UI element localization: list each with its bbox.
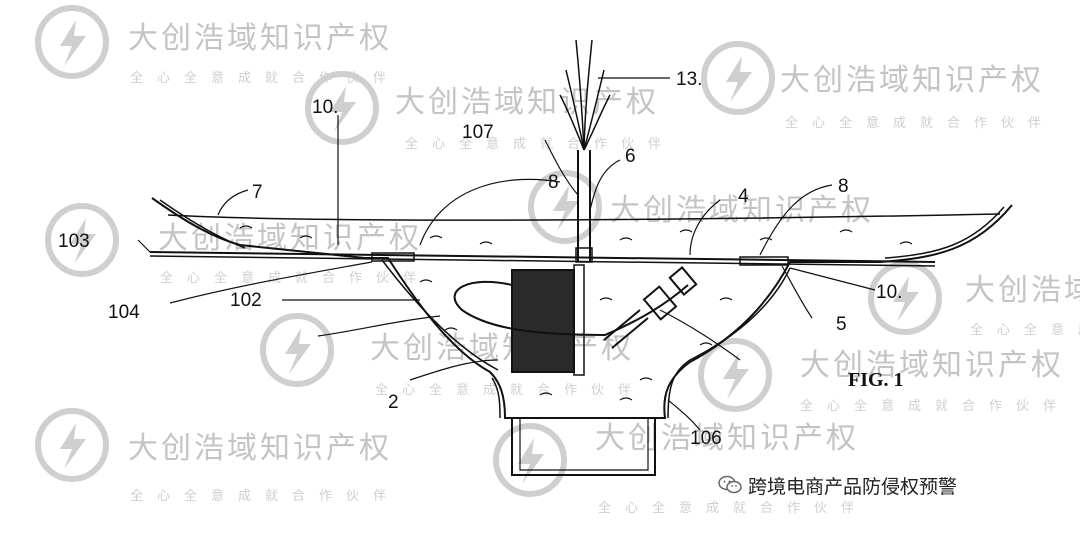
watermark-slogan: 全心全意成就合作伙伴 bbox=[160, 270, 430, 286]
label-7: 7 bbox=[252, 182, 263, 203]
water-waves bbox=[239, 225, 913, 401]
watermark-title: 大创浩域知识产权 bbox=[595, 421, 859, 456]
platform bbox=[149, 251, 936, 263]
label-5: 5 bbox=[836, 314, 847, 335]
watermark-title: 大创浩域知识产权 bbox=[370, 331, 634, 366]
watermark-slogan: 全心全意成就合作伙伴 bbox=[130, 70, 400, 86]
label-106: 106 bbox=[690, 428, 722, 449]
watermark-title: 大创浩域知识产权 bbox=[965, 273, 1080, 308]
watermark-slogan: 全心全意成就合作伙伴 bbox=[375, 382, 645, 398]
wechat-icon bbox=[718, 475, 742, 494]
connector bbox=[603, 309, 649, 349]
watermark-title: 大创浩域知识产权 bbox=[780, 63, 1044, 98]
watermark-title: 大创浩域知识产权 bbox=[800, 348, 1064, 383]
label-130: 13. bbox=[676, 69, 702, 90]
wechat-account-badge: 跨境电商产品防侵权预警 bbox=[718, 470, 958, 500]
pump-body bbox=[511, 269, 575, 373]
watermark-title: 大创浩域知识产权 bbox=[128, 21, 392, 56]
watermark-slogan: 全心全意成就合作伙伴 bbox=[785, 115, 1055, 131]
fountain-device bbox=[137, 39, 1013, 476]
watermark-slogan: 全心全意成就合作伙伴 bbox=[405, 136, 675, 152]
watermark-title: 大创浩域知识产权 bbox=[395, 85, 659, 120]
label-8-right: 8 bbox=[838, 176, 849, 197]
platform-block-left bbox=[371, 252, 415, 262]
water-surface bbox=[167, 213, 1001, 221]
watermark-title: 大创浩域知识产权 bbox=[610, 193, 874, 228]
label-102: 102 bbox=[230, 290, 262, 311]
watermark-slogan: 全心全意成就合作伙伴 bbox=[970, 322, 1080, 338]
platform-block-right bbox=[739, 256, 789, 266]
base bbox=[511, 418, 656, 476]
label-2: 2 bbox=[388, 392, 399, 413]
label-103: 103 bbox=[58, 231, 90, 252]
account-name: 跨境电商产品防侵权预警 bbox=[748, 475, 958, 498]
watermark-layer: 大创浩域知识产权 全心全意成就合作伙伴 大创浩域知识产权 全心全意成就合作伙伴 … bbox=[35, 5, 1080, 516]
label-101: 10. bbox=[876, 282, 902, 303]
watermark-title: 大创浩域知识产权 bbox=[128, 431, 392, 466]
bowl-lower bbox=[381, 259, 499, 371]
label-107: 107 bbox=[462, 122, 494, 143]
watermark-logo-bolt bbox=[60, 20, 919, 484]
reference-labels: 13. 10. 107 6 7 8 4 8 103 104 102 10. 5 … bbox=[58, 69, 904, 449]
label-4: 4 bbox=[738, 186, 749, 207]
watermark-slogan: 全心全意成就合作伙伴 bbox=[598, 500, 868, 516]
watermark-logo bbox=[35, 5, 942, 497]
label-6: 6 bbox=[625, 146, 636, 167]
watermark-slogan: 全心全意成就合作伙伴 bbox=[130, 488, 400, 504]
leader-lines bbox=[137, 77, 876, 431]
label-8-left: 8 bbox=[548, 172, 559, 193]
label-104: 104 bbox=[108, 302, 140, 323]
nozzle-pipe bbox=[577, 150, 591, 262]
hose-loop bbox=[453, 280, 689, 337]
label-108: 10. bbox=[312, 97, 338, 118]
figure-caption: FIG. 1 bbox=[848, 369, 904, 391]
tray-rim bbox=[159, 199, 246, 249]
watermark-slogan: 全心全意成就合作伙伴 bbox=[800, 398, 1070, 414]
